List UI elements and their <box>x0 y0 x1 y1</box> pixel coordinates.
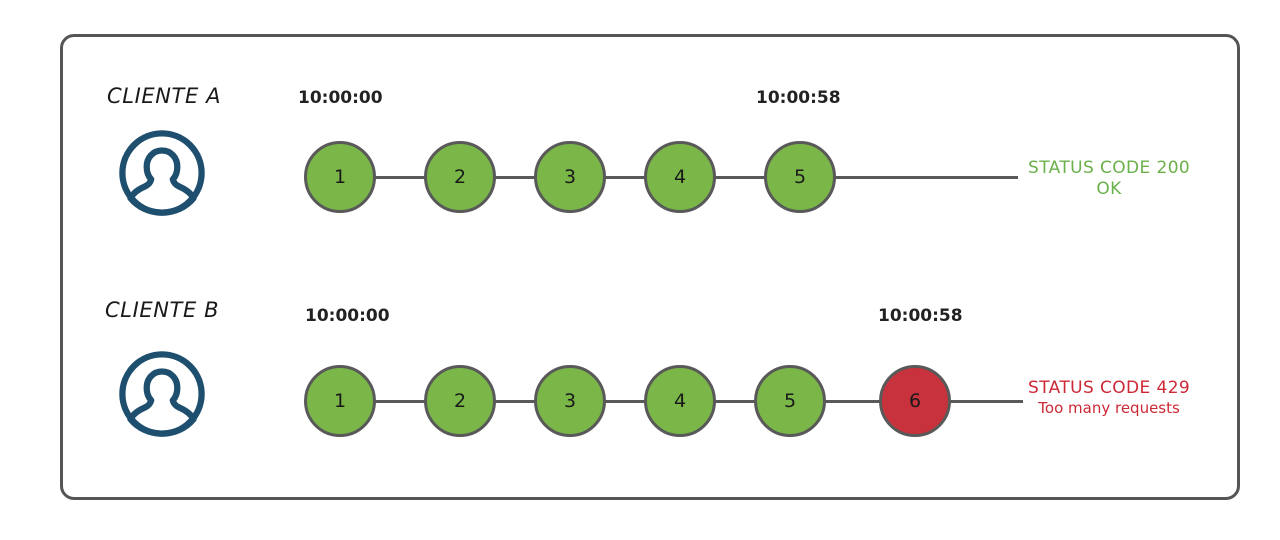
diagram-frame <box>60 34 1240 500</box>
request-node-label: 4 <box>673 166 687 188</box>
request-node[interactable]: 1 <box>304 365 376 437</box>
request-node-label: 3 <box>563 390 577 412</box>
request-node[interactable]: 1 <box>304 141 376 213</box>
request-link <box>340 400 915 403</box>
request-node-label: 2 <box>453 166 467 188</box>
request-node-label: 1 <box>333 166 347 188</box>
tail-link-b <box>915 400 1023 403</box>
request-node-error[interactable]: 6 <box>879 365 951 437</box>
timestamp-end-b: 10:00:58 <box>878 306 963 326</box>
status-text-line: Too many requests <box>1038 399 1180 418</box>
request-node[interactable]: 5 <box>754 365 826 437</box>
request-node-label: 1 <box>333 390 347 412</box>
request-node-label: 5 <box>793 166 807 188</box>
status-code-line: STATUS CODE 429 <box>1028 378 1191 398</box>
request-node-label: 6 <box>908 390 922 412</box>
timestamp-start-b: 10:00:00 <box>305 306 390 326</box>
request-node-label: 2 <box>453 390 467 412</box>
user-avatar-icon <box>117 128 207 218</box>
request-node[interactable]: 2 <box>424 141 496 213</box>
timestamp-start-a: 10:00:00 <box>298 88 383 108</box>
timestamp-end-a: 10:00:58 <box>756 88 841 108</box>
request-node[interactable]: 5 <box>764 141 836 213</box>
request-node[interactable]: 3 <box>534 141 606 213</box>
client-label-b: CLIENTE B <box>105 298 220 322</box>
request-node[interactable]: 2 <box>424 365 496 437</box>
tail-link-a <box>812 176 1018 179</box>
request-node-label: 4 <box>673 390 687 412</box>
status-code-line: STATUS CODE 200 <box>1028 158 1191 178</box>
status-message-b: STATUS CODE 429 Too many requests <box>1028 378 1190 418</box>
request-node-label: 5 <box>783 390 797 412</box>
request-node[interactable]: 3 <box>534 365 606 437</box>
request-node-label: 3 <box>563 166 577 188</box>
client-label-a: CLIENTE A <box>107 84 222 108</box>
status-text-line: OK <box>1096 179 1122 200</box>
status-message-a: STATUS CODE 200 OK <box>1028 158 1190 201</box>
request-node[interactable]: 4 <box>644 365 716 437</box>
request-node[interactable]: 4 <box>644 141 716 213</box>
user-avatar-icon <box>117 349 207 439</box>
